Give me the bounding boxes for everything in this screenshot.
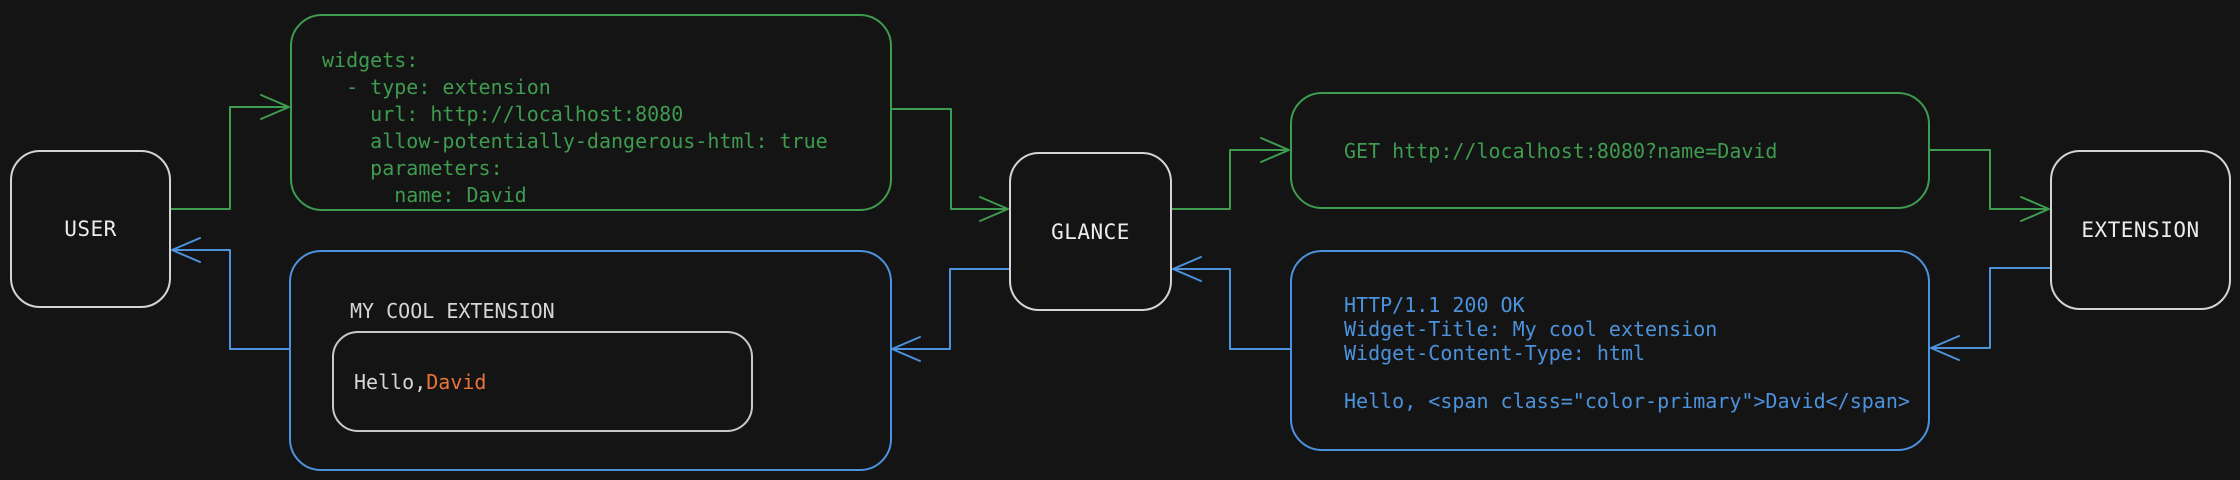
- http-request-box: GET http://localhost:8080?name=David: [1290, 92, 1930, 209]
- extension-node: EXTENSION: [2050, 150, 2231, 310]
- greeting-text: Hello,: [354, 369, 427, 394]
- arrow-widget-to-user: [171, 237, 290, 350]
- greeting-name: David: [426, 369, 487, 394]
- arrow-glance-to-request: [1171, 137, 1290, 210]
- glance-node: GLANCE: [1009, 152, 1172, 311]
- extension-node-label: EXTENSION: [2081, 218, 2200, 242]
- arrow-request-to-extension: [1929, 149, 2050, 222]
- http-response-code: HTTP/1.1 200 OK Widget-Title: My cool ex…: [1344, 293, 1910, 413]
- arrow-config-to-glance: [891, 108, 1009, 222]
- user-node-label: USER: [64, 217, 117, 241]
- glance-node-label: GLANCE: [1051, 219, 1130, 244]
- widget-preview-box: MY COOL EXTENSION Hello, David: [289, 250, 892, 471]
- http-response-box: HTTP/1.1 200 OK Widget-Title: My cool ex…: [1290, 250, 1930, 451]
- http-request-code: GET http://localhost:8080?name=David: [1344, 138, 1778, 163]
- config-yaml-box: widgets: - type: extension url: http://l…: [290, 14, 892, 211]
- arrow-response-to-glance: [1172, 256, 1291, 350]
- arrow-user-to-config: [170, 94, 290, 210]
- arrow-extension-to-response: [1930, 267, 2051, 361]
- widget-frame: Hello, David: [332, 331, 753, 432]
- arrow-glance-to-widget: [891, 268, 1010, 362]
- widget-title: MY COOL EXTENSION: [350, 299, 555, 323]
- config-yaml-code: widgets: - type: extension url: http://l…: [322, 48, 828, 207]
- user-node: USER: [10, 150, 171, 308]
